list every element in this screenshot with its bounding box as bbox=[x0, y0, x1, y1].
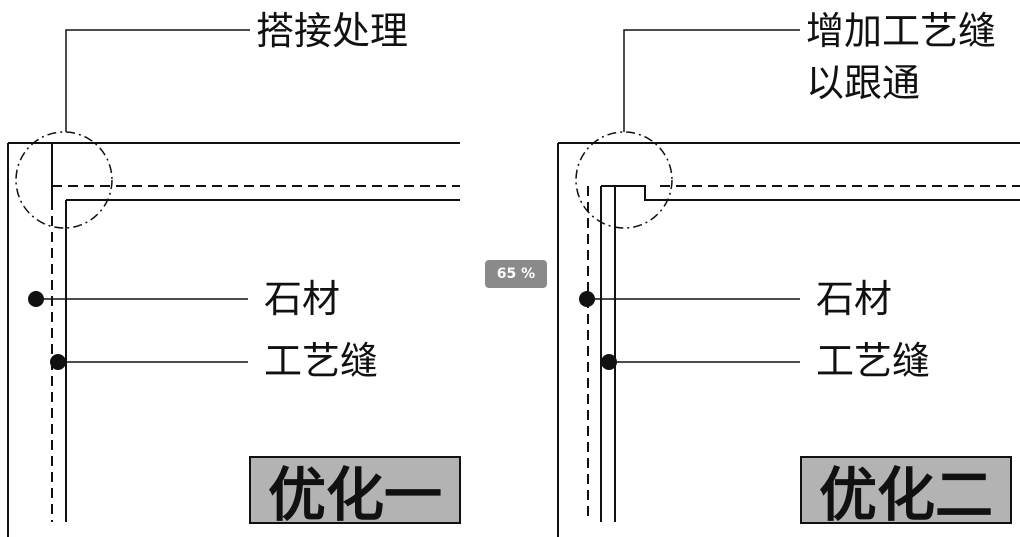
right-callout-stone-label: 石材 bbox=[816, 277, 893, 321]
left-callout-top-label: 搭接处理 bbox=[256, 9, 409, 53]
left-callout-joint-label: 工艺缝 bbox=[264, 339, 379, 383]
left-joint-dot bbox=[50, 354, 66, 370]
right-panel-title: 优化二 bbox=[800, 456, 1012, 529]
left-stone-dot bbox=[28, 291, 44, 307]
right-detail-circle bbox=[575, 131, 673, 229]
right-callout-joint-label: 工艺缝 bbox=[816, 339, 931, 383]
right-joint-dot bbox=[601, 354, 617, 370]
right-panel-bottom-edge bbox=[614, 185, 1020, 522]
left-leader-top bbox=[65, 29, 250, 132]
left-panel-title: 优化一 bbox=[249, 456, 461, 529]
right-callout-top-label-line1: 增加工艺缝 bbox=[806, 9, 997, 53]
left-callout-stone-label: 石材 bbox=[264, 277, 341, 321]
left-detail-circle bbox=[15, 131, 113, 229]
right-panel-drawing bbox=[557, 29, 1020, 537]
right-leader-top bbox=[623, 29, 800, 132]
right-stone-dot bbox=[579, 291, 595, 307]
right-callout-top-label-line2: 以跟通 bbox=[806, 61, 921, 105]
zoom-level-badge[interactable]: 65 % bbox=[485, 260, 547, 288]
